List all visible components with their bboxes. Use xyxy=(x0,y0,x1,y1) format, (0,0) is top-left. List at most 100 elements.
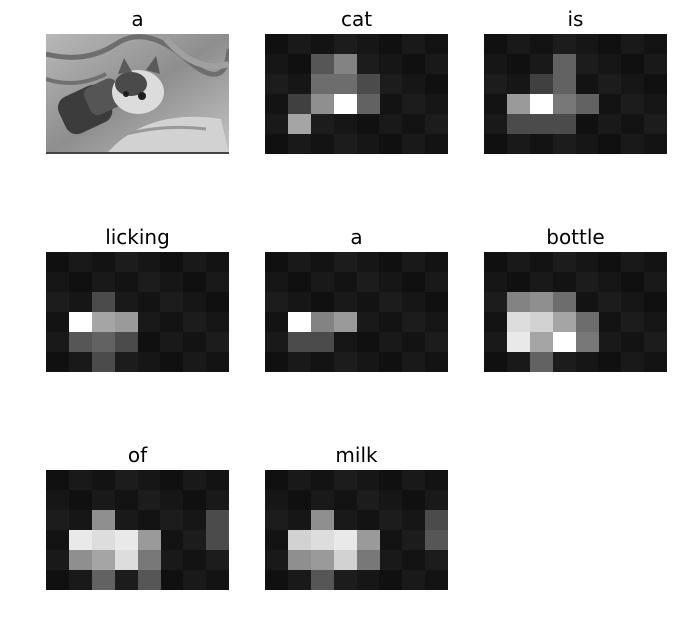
attention-cell xyxy=(46,312,69,332)
attention-cell xyxy=(310,272,334,292)
attention-weight-cell xyxy=(333,54,357,74)
attention-weight-cell xyxy=(356,530,380,550)
attention-cell xyxy=(506,54,530,74)
attention-weight-cell xyxy=(310,510,334,530)
attention-weight-cell xyxy=(287,550,311,570)
attention-weight-cell xyxy=(68,312,92,332)
kitten-photo-image xyxy=(46,34,229,154)
panel-caption: licking xyxy=(105,225,170,249)
attention-cell xyxy=(46,352,69,372)
attention-cell xyxy=(529,252,553,272)
attention-cell xyxy=(287,134,311,154)
attention-cell xyxy=(310,490,334,510)
attention-cell xyxy=(402,332,426,352)
attention-cell xyxy=(484,252,507,272)
attention-cell xyxy=(265,134,288,154)
attention-weight-cell xyxy=(91,530,115,550)
attention-cell xyxy=(529,272,553,292)
attention-cell xyxy=(425,134,448,154)
attention-cell xyxy=(183,550,207,570)
attention-cell xyxy=(379,292,403,312)
attention-weight-cell xyxy=(333,94,357,114)
attention-weight-cell xyxy=(506,114,530,134)
attention-cell xyxy=(265,272,288,292)
attention-weight-cell xyxy=(333,312,357,332)
attention-cell xyxy=(160,252,184,272)
attention-cell xyxy=(160,490,184,510)
attention-cell xyxy=(356,272,380,292)
attention-weight-cell xyxy=(575,312,599,332)
attention-weight-cell xyxy=(287,312,311,332)
attention-cell xyxy=(644,272,667,292)
attention-cell xyxy=(46,332,69,352)
panel-caption: milk xyxy=(335,443,378,467)
attention-cell xyxy=(644,114,667,134)
attention-cell xyxy=(183,312,207,332)
attention-cell xyxy=(529,34,553,54)
attention-cell xyxy=(333,510,357,530)
attention-weight-cell xyxy=(206,510,229,530)
attention-cell xyxy=(265,510,288,530)
attention-weight-cell xyxy=(91,352,115,372)
attention-cell xyxy=(506,252,530,272)
panel-caption: bottle xyxy=(546,225,605,249)
attention-cell xyxy=(183,570,207,590)
attention-cell xyxy=(402,510,426,530)
attention-cell xyxy=(621,272,645,292)
attention-cell xyxy=(137,312,161,332)
attention-weight-cell xyxy=(91,510,115,530)
attention-cell xyxy=(402,114,426,134)
attention-cell xyxy=(598,134,622,154)
attention-cell xyxy=(114,272,138,292)
attention-cell xyxy=(68,252,92,272)
attention-cell xyxy=(310,292,334,312)
attention-weight-cell xyxy=(310,332,334,352)
attention-cell xyxy=(621,332,645,352)
attention-cell xyxy=(621,352,645,372)
attention-cell xyxy=(114,470,138,490)
attention-cell xyxy=(46,252,69,272)
attention-weight-cell xyxy=(529,74,553,94)
attention-cell xyxy=(598,94,622,114)
attention-cell xyxy=(137,272,161,292)
attention-cell xyxy=(160,272,184,292)
attention-cell xyxy=(310,34,334,54)
attention-cell xyxy=(484,94,507,114)
attention-cell xyxy=(333,34,357,54)
attention-cell xyxy=(379,470,403,490)
attention-cell xyxy=(379,510,403,530)
attention-cell xyxy=(379,530,403,550)
attention-cell xyxy=(46,510,69,530)
attention-cell xyxy=(598,114,622,134)
attention-cell xyxy=(46,272,69,292)
attention-cell xyxy=(333,470,357,490)
attention-cell xyxy=(425,54,448,74)
attention-cell xyxy=(287,272,311,292)
attention-cell xyxy=(356,570,380,590)
attention-weight-cell xyxy=(68,530,92,550)
attention-cell xyxy=(621,114,645,134)
attention-cell xyxy=(91,252,115,272)
attention-cell xyxy=(379,550,403,570)
attention-cell xyxy=(598,312,622,332)
attention-cell xyxy=(183,530,207,550)
attention-cell xyxy=(356,470,380,490)
attention-cell xyxy=(68,570,92,590)
attention-cell xyxy=(552,134,576,154)
attention-cell xyxy=(68,510,92,530)
attention-cell xyxy=(206,292,229,312)
attention-cell xyxy=(183,272,207,292)
attention-cell xyxy=(356,332,380,352)
attention-weight-cell xyxy=(91,312,115,332)
attention-cell xyxy=(506,272,530,292)
attention-cell xyxy=(68,490,92,510)
attention-cell xyxy=(114,510,138,530)
attention-cell xyxy=(598,292,622,312)
attention-cell xyxy=(379,34,403,54)
attention-cell xyxy=(644,134,667,154)
attention-cell xyxy=(356,54,380,74)
attention-cell xyxy=(287,352,311,372)
attention-cell xyxy=(598,74,622,94)
attention-cell xyxy=(183,490,207,510)
attention-cell xyxy=(575,352,599,372)
